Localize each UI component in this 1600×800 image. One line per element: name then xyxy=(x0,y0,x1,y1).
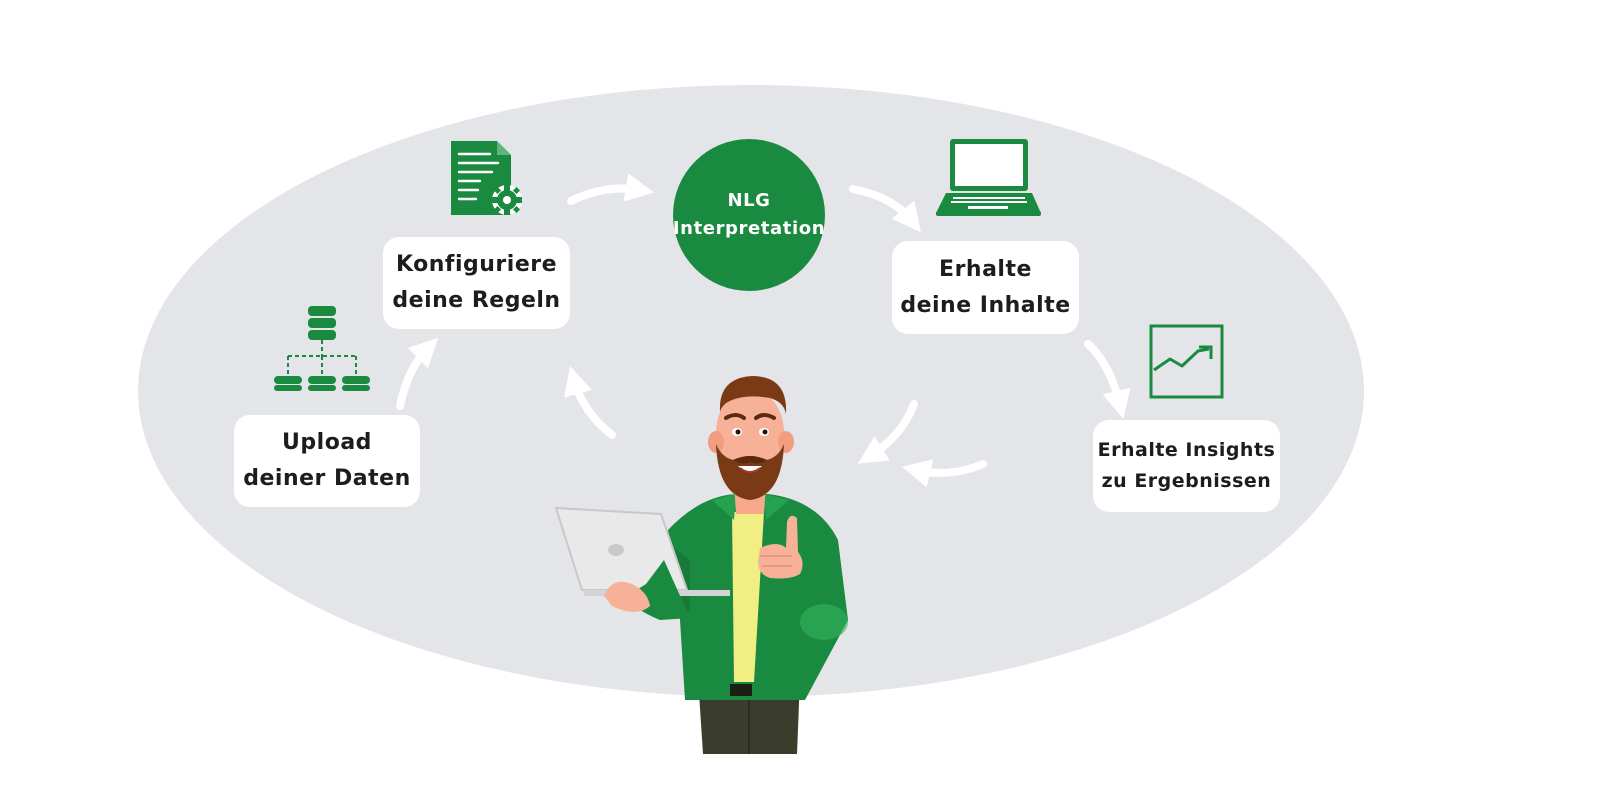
trend-chart-icon xyxy=(1149,324,1224,399)
nlg-line2: Interpretation xyxy=(672,218,826,239)
configure-rules-step: Konfiguriere deine Regeln xyxy=(383,237,570,329)
arrow-user-curve-b xyxy=(564,366,616,439)
document-gear-icon xyxy=(451,141,522,215)
arrow-insights-to-user xyxy=(901,459,987,488)
configure-line1: Konfiguriere xyxy=(395,252,558,277)
laptop-icon xyxy=(936,139,1041,216)
receive-content-step: Erhalte deine Inhalte xyxy=(892,241,1079,334)
configure-line2: deine Regeln xyxy=(392,288,561,313)
nlg-interpretation-node: NLG Interpretation xyxy=(673,139,825,291)
database-hierarchy-icon xyxy=(274,306,370,391)
arrow-configure-to-nlg xyxy=(567,173,655,205)
arrow-upload-to-configure xyxy=(396,337,439,410)
person-illustration xyxy=(554,376,848,754)
arrow-content-to-insights xyxy=(1084,340,1131,419)
upload-line2: deiner Daten xyxy=(243,466,411,491)
content-line1: Erhalte xyxy=(939,256,1032,282)
insights-line1: Erhalte Insights xyxy=(1097,439,1276,461)
upload-line1: Upload xyxy=(282,430,372,455)
arrow-nlg-to-content xyxy=(849,185,921,233)
upload-data-step: Upload deiner Daten xyxy=(234,415,420,507)
arrow-user-curve-a xyxy=(857,400,918,464)
content-line2: deine Inhalte xyxy=(900,292,1071,318)
receive-insights-step: Erhalte Insights zu Ergebnissen xyxy=(1093,420,1280,512)
insights-line2: zu Ergebnissen xyxy=(1101,470,1272,492)
nlg-line1: NLG xyxy=(727,190,771,211)
